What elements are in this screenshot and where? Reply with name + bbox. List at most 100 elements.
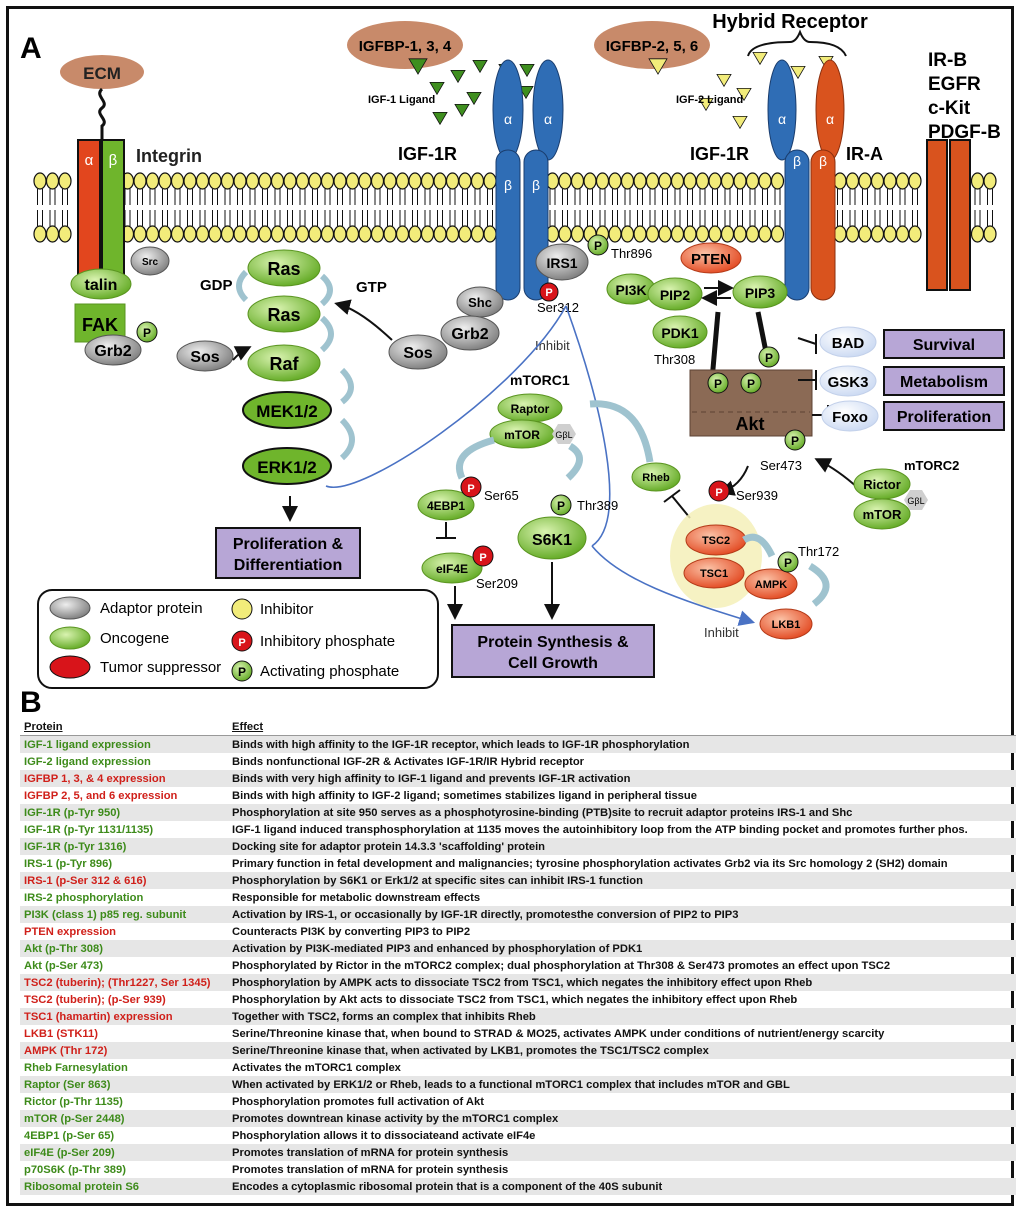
sos-left-label: Sos [190,349,219,366]
raptor-label: Raptor [511,402,550,416]
pi3k-label: PI3K [615,282,646,298]
lipid-part [224,189,231,205]
protein-cell: PTEN expression [24,925,117,938]
lipid-part [249,210,256,226]
lipid-part [233,172,247,190]
mek-label: MEK1/2 [256,402,317,421]
protein-cell: IGF-1 ligand expression [20,735,228,753]
lipid-part [149,189,156,205]
lipid-part [574,210,581,226]
igf1r-left-label: IGF-1R [398,144,457,164]
raf-label: Raf [269,354,299,374]
lipid-part [987,210,993,226]
lipid-part [658,172,672,190]
lipid-part [908,225,922,243]
lkb1-label: LKB1 [772,619,801,631]
receptor-irb: IR-B [928,50,967,71]
effect-cell: IGF-1 ligand induced transphosphorylatio… [232,823,968,836]
lipid-part [612,210,618,226]
lipid-part [758,225,772,243]
lipid-part [358,172,372,190]
sos-right-to-ras-arrow [334,299,393,341]
lipid-part [649,210,656,226]
thr389-phosphate [550,494,572,516]
lipid-part [724,210,731,226]
mtorc2-label: mTORC2 [904,458,959,473]
gbl2-label: GβL [907,496,924,506]
rheb-oval [631,462,681,492]
lipid-part [308,225,322,243]
lipid-part [62,189,68,205]
talin-oval [70,268,132,300]
ampk-to-tsc2-arrow [742,533,776,558]
ras-top-oval [247,249,321,287]
pten-oval [680,242,742,274]
hybrid-receptor-label: Hybrid Receptor [712,11,868,33]
thr172-label: Thr172 [798,544,839,559]
protein-synthesis-box [451,624,655,678]
protein-cell: LKB1 (STK11) [24,1027,98,1040]
4ebp1-oval [417,489,475,521]
gtp-label: GTP [356,279,387,296]
lipid-part [658,225,672,243]
lipid-part [683,225,697,243]
lipid-part [983,225,997,243]
lipid-part [483,225,497,243]
protein-cell: AMPK (Thr 172) [20,1042,228,1059]
sos-left-oval [176,340,234,372]
talin-label: talin [85,277,118,294]
lipid-part [558,172,572,190]
effect-cell: Promotes translation of mRNA for protein… [228,1144,1016,1161]
lipid-part [170,225,185,243]
hybrid-alpha-orange-label: α [826,111,834,127]
lipid-part [420,225,435,243]
lkb1-oval [759,608,813,640]
lipid-part [474,189,481,205]
lipid-part [699,189,706,205]
lipid-part [299,210,306,226]
lipid-part [208,225,222,243]
gbl2-hexagon [904,490,928,510]
igf2-ligand [698,98,714,112]
protein-cell: IRS-1 (p-Tyr 896) [24,857,113,870]
lipid-part [45,225,60,243]
effect-cell: Primary function in fetal development an… [232,857,948,870]
lipid-part [424,189,431,205]
ira-label: IR-A [846,144,883,164]
lipid-part [174,189,181,205]
akt-phosphate-2 [740,372,762,394]
lipid-part [749,210,756,226]
lipid-part [187,210,193,226]
lipid-part [49,210,56,226]
lipid-part [308,172,322,190]
pathway-diagram: A ECM α β Integrin talin FAK Src Grb2 P … [20,11,1005,716]
akt-phosphate-3 [758,346,780,368]
lipid-part [674,189,681,205]
protein-cell: 4EBP1 (p-Ser 65) [24,1129,115,1142]
lipid-part [558,225,572,243]
table-row: p70S6K (p-Thr 389)Promotes translation o… [20,1161,1016,1178]
proliferation-label: Proliferation [897,409,991,426]
table-row: Rictor (p-Thr 1135)Phosphorylation promo… [20,1093,1016,1110]
lipid-part [637,189,643,205]
figure-frame [6,6,1014,1206]
lipid-part [320,225,335,243]
legend-inhibitor-swatch [231,598,253,620]
effect-cell: Docking site for adaptor protein 14.3.3 … [228,838,1016,855]
effect-cell: Binds with high affinity to the IGF-1R r… [228,735,1016,753]
effect-cell: Counteracts PI3K by converting PIP3 to P… [232,925,471,938]
effect-cell: Encodes a cytoplasmic ribosomal protein … [228,1178,1016,1195]
lipid-part [762,210,768,226]
lipid-part [737,189,743,205]
lipid-part [370,225,385,243]
lipid-part [387,210,393,226]
table-header-row: Protein Effect [20,718,1016,736]
inhibit-top-label: Inhibit [535,338,570,353]
lipid-part [433,225,447,243]
grb2-right-oval [440,315,500,351]
lipid-part [183,172,197,190]
akt-phosphate-1 [707,372,729,394]
